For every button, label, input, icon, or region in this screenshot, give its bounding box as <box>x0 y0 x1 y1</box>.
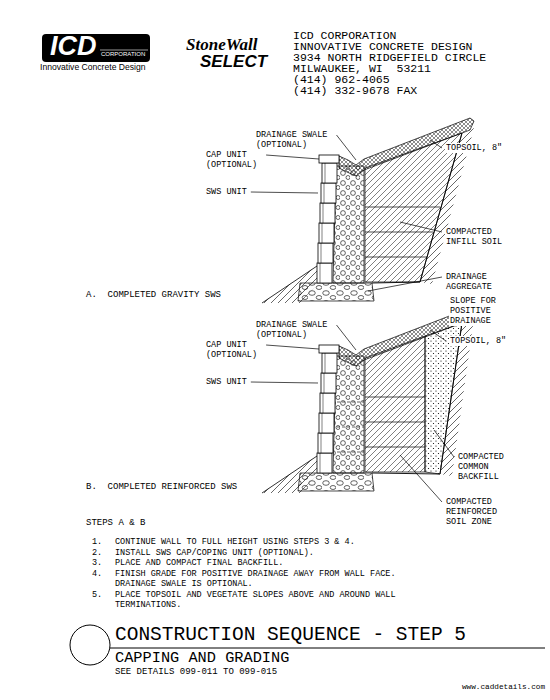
logo-block <box>42 34 150 62</box>
leader-line <box>337 135 357 160</box>
leader-line <box>400 222 442 232</box>
callout-label: SWS UNIT <box>205 187 248 197</box>
leader-line <box>251 192 318 193</box>
header-text: CORPORATION <box>101 51 145 57</box>
leader-line <box>251 382 318 383</box>
note-text: PLACE TOPSOIL AND VEGETATE SLOPES ABOVE … <box>115 590 403 611</box>
leader-line <box>337 325 357 350</box>
header-text: SELECT <box>200 53 267 70</box>
callout-label: DRAINAGE SWALE (OPTIONAL) <box>255 320 334 340</box>
note-text: CAPPING AND GRADING <box>115 651 289 666</box>
note-text: INSTALL SWS CAP/COPING UNIT (OPTIONAL). <box>115 548 314 558</box>
header-text: MILWAUKEE, WI 53211 <box>293 63 431 75</box>
callout-label: COMPACTED COMMON BACKFILL <box>457 452 510 482</box>
note-text: 4. <box>92 569 102 579</box>
note-text: 1. <box>92 537 102 547</box>
leader-line <box>430 330 446 341</box>
callout-label: DRAINAGE AGGREGATE <box>445 272 498 292</box>
header-text: (414) 332-9678 FAX <box>293 85 417 97</box>
header-text: StoneWall <box>186 36 257 53</box>
callout-label: DRAINAGE SWALE (OPTIONAL) <box>255 130 334 150</box>
callout-label: B. COMPLETED REINFORCED SWS <box>85 482 238 493</box>
callout-label: SLOPE FOR POSITIVE DRAINAGE <box>449 296 502 326</box>
header-text: ICD CORPORATION <box>293 30 397 42</box>
callout-label: TOPSOIL, 8" <box>445 143 503 153</box>
callout-label: COMPACTED INFILL SOIL <box>445 227 508 247</box>
leader-line <box>368 277 442 291</box>
note-text: CONTINUE WALL TO FULL HEIGHT USING STEPS… <box>115 537 355 547</box>
note-text: 3. <box>92 558 102 568</box>
note-text: 5. <box>92 590 102 600</box>
header-text: Innovative Concrete Design <box>40 63 146 72</box>
callout-label: COMPACTED REINFORCED SOIL ZONE <box>445 497 503 527</box>
note-text: STEPS A & B <box>85 518 146 529</box>
leader-line <box>434 430 454 457</box>
note-text: www.caddetails.com <box>462 684 545 692</box>
leader-line <box>266 345 319 349</box>
title-rule <box>110 648 545 649</box>
leader-group <box>251 135 454 502</box>
note-text: FINISH GRADE FOR POSITIVE DRAINAGE AWAY … <box>115 569 403 590</box>
header-text: ICD <box>50 33 97 60</box>
leader-line <box>430 140 442 148</box>
note-text: PLACE AND COMPACT FINAL BACKFILL. <box>115 558 283 568</box>
note-text: SEE DETAILS 099-011 TO 099-015 <box>115 668 277 677</box>
note-text: 2. <box>92 548 102 558</box>
leader-line <box>266 155 319 159</box>
callout-label: SWS UNIT <box>205 377 248 387</box>
header-text: (414) 962-4065 <box>293 74 390 86</box>
callout-label: A. COMPLETED GRAVITY SWS <box>85 290 222 301</box>
leader-line <box>400 455 442 502</box>
callout-label: CAP UNIT (OPTIONAL) <box>205 150 263 170</box>
callout-label: CAP UNIT (OPTIONAL) <box>205 340 263 360</box>
header-text: INNOVATIVE CONCRETE DESIGN <box>293 41 472 53</box>
callout-label: TOPSOIL, 8" <box>449 336 507 346</box>
title-circle <box>70 625 110 665</box>
drawing-title: CONSTRUCTION SEQUENCE - STEP 5 <box>115 626 466 646</box>
header-text: 3934 NORTH RIDGEFIELD CIRCLE <box>293 52 486 64</box>
